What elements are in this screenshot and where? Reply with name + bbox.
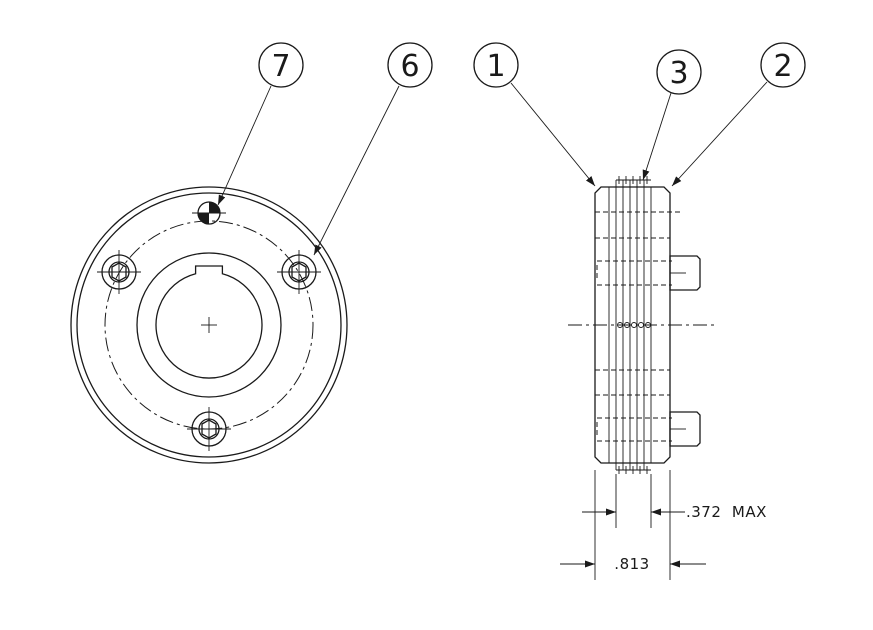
center-rivets xyxy=(617,322,651,328)
screw-hole-right xyxy=(277,250,321,294)
balloon-6: 6 xyxy=(387,42,433,88)
leader-6 xyxy=(313,85,400,256)
balloon-3: 3 xyxy=(656,49,702,95)
hub-ring xyxy=(136,252,282,398)
keyed-bore xyxy=(155,265,263,379)
outer-rim-inner xyxy=(76,192,342,458)
balloon-7: 7 xyxy=(258,42,304,88)
dimension-width-max: .372 MAX xyxy=(582,474,767,528)
outer-rim xyxy=(70,186,348,464)
balance-mark-icon xyxy=(192,201,226,225)
dimension-overall-width: .813 xyxy=(560,470,706,580)
dim-width-max-text: .372 MAX xyxy=(686,503,767,521)
screw-hole-bottom xyxy=(187,407,231,451)
leader-2 xyxy=(671,81,768,187)
balloon-2: 2 xyxy=(760,42,806,88)
screw-hole-left xyxy=(97,250,141,294)
side-screw-bottom xyxy=(596,411,701,447)
svg-text:3: 3 xyxy=(669,56,688,91)
svg-text:7: 7 xyxy=(271,49,290,84)
dim-overall-width-text: .813 xyxy=(614,555,649,573)
side-body-outline xyxy=(594,186,671,464)
svg-text:1: 1 xyxy=(486,49,505,84)
balloon-1: 1 xyxy=(473,42,519,88)
leader-3 xyxy=(642,92,672,181)
leader-7 xyxy=(217,85,272,206)
leader-1 xyxy=(510,82,596,187)
side-view xyxy=(568,176,715,474)
svg-text:6: 6 xyxy=(400,49,419,84)
side-screw-top xyxy=(596,255,701,291)
front-view xyxy=(70,186,348,464)
svg-text:2: 2 xyxy=(773,49,792,84)
